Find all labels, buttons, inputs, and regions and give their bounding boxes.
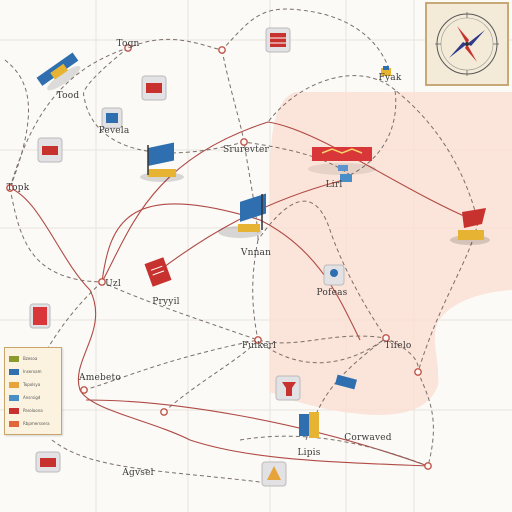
place-label[interactable]: Uzl <box>105 279 121 289</box>
place-label[interactable]: Amebeto <box>79 373 121 383</box>
compass-rose-graphic <box>435 12 499 76</box>
route-node[interactable] <box>382 334 390 342</box>
legend-swatch <box>9 368 19 375</box>
place-label[interactable]: Corwaved <box>344 433 392 443</box>
blue-flag-icon[interactable] <box>140 142 184 182</box>
building-icon[interactable] <box>29 303 51 329</box>
route-node[interactable] <box>414 368 422 376</box>
building-icon[interactable] <box>35 451 61 473</box>
blue-flag-icon[interactable] <box>340 174 352 182</box>
legend-item: Paroloona <box>9 405 57 416</box>
building-icon[interactable] <box>141 75 167 101</box>
route-node[interactable] <box>218 46 226 54</box>
blue-flag-icon[interactable] <box>36 52 85 94</box>
route-node[interactable] <box>424 462 432 470</box>
place-label[interactable]: Tood <box>56 91 80 101</box>
place-label[interactable]: Lipis <box>297 448 321 458</box>
blue-flag-icon[interactable] <box>381 66 391 76</box>
place-label[interactable]: Agvsel <box>122 468 154 478</box>
legend-swatch <box>9 394 19 401</box>
route-node[interactable] <box>160 408 168 416</box>
route-nodes <box>6 44 432 470</box>
building-icon[interactable] <box>37 137 63 163</box>
legend-label: Rbpmerssera <box>23 421 50 426</box>
red-flag-icon[interactable] <box>450 208 490 245</box>
highlight-region <box>270 92 512 415</box>
legend-label: Bzesoa <box>23 356 38 361</box>
legend-swatch <box>9 420 19 427</box>
building-icon[interactable] <box>261 461 287 487</box>
route-node[interactable] <box>80 386 88 394</box>
legend-swatch <box>9 355 19 362</box>
compass-rose-icon <box>425 2 509 86</box>
legend-label: Topolsya <box>23 382 41 387</box>
route-node[interactable] <box>6 184 14 192</box>
building-icon[interactable] <box>265 27 291 53</box>
legend-label: Paroloona <box>23 408 43 413</box>
legend-label: Ansrsigd <box>23 395 41 400</box>
building-icon[interactable] <box>101 107 123 129</box>
blue-flag-icon[interactable] <box>218 193 266 238</box>
legend-item: Topolsya <box>9 379 57 390</box>
place-label[interactable]: Pevela <box>98 126 130 136</box>
legend-item: Inserxam <box>9 366 57 377</box>
place-label[interactable]: Togn <box>116 39 140 49</box>
place-label[interactable]: Tifelo <box>384 341 412 351</box>
place-label[interactable]: Fuikerl <box>241 341 277 351</box>
place-label[interactable]: Vnnan <box>240 248 272 258</box>
place-label[interactable]: Pofeas <box>316 288 348 298</box>
legend-swatch <box>9 407 19 414</box>
place-label[interactable]: Fyak <box>378 73 402 83</box>
legend-item: Bzesoa <box>9 353 57 364</box>
building-icon[interactable] <box>275 375 301 401</box>
place-label[interactable]: Topk <box>6 183 30 193</box>
place-label[interactable]: Lirl <box>325 180 343 190</box>
legend-label: Inserxam <box>23 369 42 374</box>
route-node[interactable] <box>124 44 132 52</box>
blue-flag-icon[interactable] <box>299 412 319 438</box>
route-node[interactable] <box>98 278 106 286</box>
red-flag-icon[interactable] <box>144 257 172 287</box>
place-label[interactable]: Pryyil <box>152 297 180 307</box>
legend-item: Rbpmerssera <box>9 418 57 429</box>
map-legend: Bzesoa Inserxam Topolsya Ansrsigd Parolo… <box>4 347 62 435</box>
legend-swatch <box>9 381 19 388</box>
place-label[interactable]: Srurevter <box>222 145 270 155</box>
legend-item: Ansrsigd <box>9 392 57 403</box>
route-node[interactable] <box>240 138 248 146</box>
route-node[interactable] <box>254 336 262 344</box>
red-banner-icon[interactable] <box>308 147 376 175</box>
building-icon[interactable] <box>323 264 345 286</box>
